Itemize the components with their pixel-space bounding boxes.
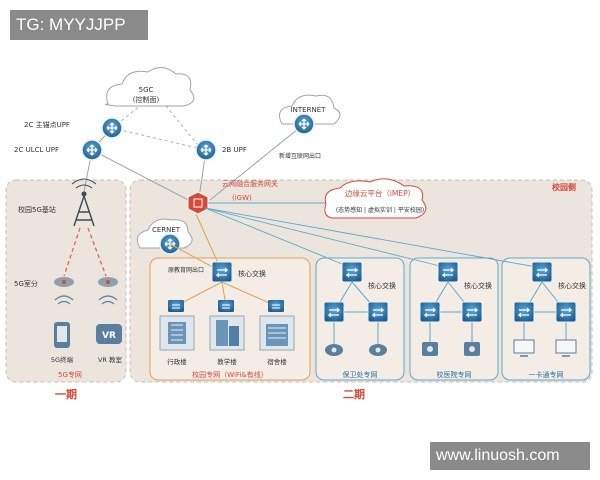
igw-title: 云网融合服务网关 — [222, 179, 278, 188]
upf-2b-router-icon — [195, 139, 217, 161]
edge-cloud: 边缘云平台（iMEP） (态势感知 | 虚拟实训 | 平安校园) — [324, 178, 427, 219]
indoor-5g-icon-left — [54, 277, 74, 287]
upf-anchor-router-icon — [101, 117, 123, 139]
dorm-label: 宿舍楼 — [267, 357, 287, 366]
admin-switch-icon — [167, 299, 185, 313]
campus-core-switch-icon — [211, 261, 233, 283]
upf-ulcl-router-icon — [81, 139, 103, 161]
igw-node — [187, 191, 209, 215]
edu-exit-label: 原教育网出口 — [168, 266, 204, 274]
card-net-label: 一卡通专网 — [529, 370, 564, 379]
cernet-label: CERNET — [152, 226, 181, 234]
teach-building-icon — [209, 315, 245, 351]
5g-terminal-icon — [54, 322, 70, 348]
wifi-waves — [54, 295, 118, 305]
svg-text:VR: VR — [102, 331, 116, 341]
campus-side-label: 校园侧 — [552, 182, 576, 192]
security-core-label: 核心交换 — [368, 281, 396, 290]
hospital-core-label: 核心交换 — [464, 281, 492, 290]
card-net-group: 核心交换 — [513, 261, 586, 357]
fivegc-cloud: 5GC (控制面) — [104, 67, 195, 107]
watermark: www.linuosh.com — [430, 442, 590, 470]
igw-fanout-links — [204, 207, 543, 269]
internet-label: INTERNET — [291, 106, 327, 114]
5g-terminal-label: 5G终端 — [51, 355, 74, 364]
dorm-switch-icon — [267, 299, 285, 313]
admin-building-icon — [159, 315, 195, 351]
internet-cloud: INTERNET — [279, 94, 341, 125]
igw-label: (iGW) — [232, 194, 252, 202]
indoor-5g-icon-right — [98, 277, 118, 287]
new-internet-exit-label: 新增互联网出口 — [279, 152, 321, 160]
indoor-5g-label: 5G室分 — [14, 279, 38, 288]
vr-headset-icon: VR — [96, 324, 122, 344]
5g-wireless-links — [63, 227, 107, 277]
campus-core-label: 核心交换 — [238, 269, 266, 278]
phase2-label: 二期 — [343, 387, 365, 401]
edge-sub: (态势感知 | 虚拟实训 | 平安校园) — [336, 206, 424, 214]
upf-ulcl-label: 2C ULCL UPF — [14, 146, 59, 154]
vr-classroom-label: VR 教室 — [98, 355, 123, 364]
phase1-label: 一期 — [55, 387, 77, 401]
upf-anchor-label: 2C 主锚点UPF — [24, 120, 70, 129]
private-5g-label: 5G专网 — [58, 370, 82, 379]
security-net-label: 保卫处专网 — [343, 370, 378, 379]
card-core-label: 核心交换 — [558, 281, 586, 290]
teach-label: 教学楼 — [217, 357, 237, 366]
overlay-tag: TG: MYYJJPP — [10, 10, 148, 40]
campus-5g-base-label: 校园5G基站 — [18, 205, 56, 214]
dorm-building-icon — [259, 315, 295, 351]
admin-label: 行政楼 — [167, 357, 187, 366]
fivegc-sub-label: (控制面) — [133, 95, 160, 104]
campus-net-label: 校园专网（WiFi&有线） — [192, 370, 268, 379]
internet-router-icon — [293, 113, 315, 135]
teach-switch-icon — [217, 299, 235, 313]
edge-title: 边缘云平台（iMEP） — [345, 188, 415, 198]
security-net-group: 核心交换 — [323, 261, 396, 356]
hospital-net-label: 校医院专网 — [437, 370, 472, 379]
base-station-icon — [71, 178, 97, 227]
upf-2b-label: 2B UPF — [222, 146, 247, 154]
fivegc-label: 5GC — [139, 86, 154, 94]
hospital-net-group: 核心交换 — [419, 261, 492, 356]
control-links — [111, 105, 207, 151]
